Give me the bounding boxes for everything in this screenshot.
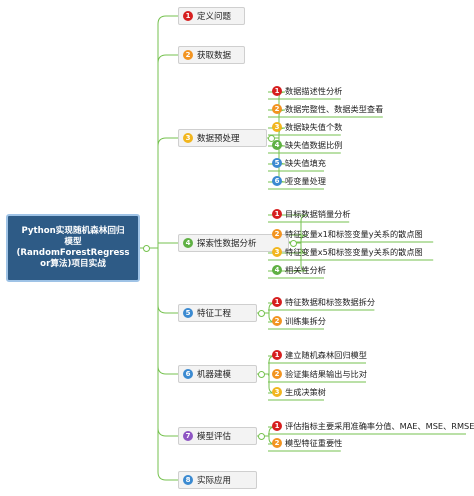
- subtopic-label: 模型特征重要性: [285, 438, 343, 448]
- number-badge-icon: 1: [183, 11, 193, 21]
- root-collapse-toggle[interactable]: [142, 244, 150, 252]
- number-badge-icon: 1: [272, 350, 282, 360]
- branch-topic-label: 获取数据: [197, 51, 232, 61]
- root-topic[interactable]: Python实现随机森林回归 模型 (RandomForestRegress o…: [6, 214, 140, 282]
- branch-collapse-toggle[interactable]: [257, 309, 265, 317]
- connector-line: [268, 214, 308, 243]
- subtopic-label: 特征数据和标签数据拆分: [285, 297, 376, 307]
- branch-collapse-toggle[interactable]: [267, 134, 275, 142]
- branch-topic-label: 机器建模: [197, 370, 232, 380]
- number-badge-icon: 4: [272, 140, 282, 150]
- number-badge-icon: 4: [183, 238, 193, 248]
- connector-line: [157, 242, 178, 248]
- branch-topic[interactable]: 7 模型评估: [178, 427, 257, 445]
- branch-topic-label: 模型评估: [197, 432, 232, 442]
- number-badge-icon: 6: [183, 369, 193, 379]
- subtopic-label: 数据完整性、数据类型查看: [285, 104, 384, 114]
- number-badge-icon: 2: [272, 369, 282, 379]
- subtopic-label: 训练集拆分: [285, 316, 326, 326]
- branch-topic[interactable]: 2 获取数据: [178, 46, 245, 64]
- number-badge-icon: 2: [183, 50, 193, 60]
- connector-line: [268, 243, 308, 272]
- subtopic-label: 生成决策树: [285, 387, 326, 397]
- number-badge-icon: 2: [272, 438, 282, 448]
- subtopic-label: 验证集结果输出与比对: [285, 369, 367, 379]
- subtopic-label: 评估指标主要采用准确率分值、MAE、MSE、RMSE: [285, 421, 474, 431]
- number-badge-icon: 1: [272, 209, 282, 219]
- connector-line: [157, 248, 178, 481]
- subtopic-label: 特征变量x5和标签变量y关系的散点图: [285, 247, 423, 257]
- subtopic-label: 数据缺失值个数: [285, 122, 343, 132]
- subtopic-label: 特征变量x1和标签变量y关系的散点图: [285, 229, 423, 239]
- number-badge-icon: 8: [183, 475, 193, 485]
- connector-line: [157, 248, 178, 314]
- connector-line: [157, 248, 178, 375]
- subtopic-label: 缺失值数据比例: [285, 140, 343, 150]
- number-badge-icon: 1: [272, 86, 282, 96]
- number-badge-icon: 3: [272, 122, 282, 132]
- branch-topic-label: 定义问题: [197, 12, 232, 22]
- branch-topic-label: 实际应用: [197, 476, 232, 486]
- number-badge-icon: 1: [272, 297, 282, 307]
- subtopic-label: 数据描述性分析: [285, 86, 343, 96]
- number-badge-icon: 5: [183, 308, 193, 318]
- branch-collapse-toggle[interactable]: [257, 432, 265, 440]
- branch-topic-label: 特征工程: [197, 309, 232, 319]
- connector-line: [157, 15, 178, 248]
- number-badge-icon: 5: [272, 158, 282, 168]
- connector-line: [157, 248, 178, 437]
- number-badge-icon: 1: [272, 421, 282, 431]
- branch-collapse-toggle[interactable]: [289, 239, 297, 247]
- number-badge-icon: 2: [272, 104, 282, 114]
- subtopic-label: 哑变量处理: [285, 176, 326, 186]
- branch-topic[interactable]: 3 数据预处理: [178, 129, 267, 147]
- branch-topic[interactable]: 4 探索性数据分析: [178, 234, 289, 252]
- root-topic-title: Python实现随机森林回归 模型 (RandomForestRegress o…: [16, 226, 130, 269]
- connector-line: [268, 234, 308, 243]
- branch-collapse-toggle[interactable]: [257, 370, 265, 378]
- connector-line: [157, 54, 178, 248]
- branch-topic[interactable]: 8 实际应用: [178, 471, 257, 489]
- connector-line: [157, 137, 178, 248]
- branch-topic[interactable]: 6 机器建模: [178, 365, 257, 383]
- number-badge-icon: 6: [272, 176, 282, 186]
- branch-topic[interactable]: 1 定义问题: [178, 7, 245, 25]
- subtopic-label: 相关性分析: [285, 265, 326, 275]
- number-badge-icon: 2: [272, 229, 282, 239]
- subtopic-label: 目标数据销量分析: [285, 209, 351, 219]
- number-badge-icon: 3: [272, 387, 282, 397]
- number-badge-icon: 2: [272, 316, 282, 326]
- branch-topic-label: 探索性数据分析: [197, 239, 257, 249]
- number-badge-icon: 7: [183, 431, 193, 441]
- number-badge-icon: 4: [272, 265, 282, 275]
- branch-topic[interactable]: 5 特征工程: [178, 304, 257, 322]
- number-badge-icon: 3: [183, 133, 193, 143]
- number-badge-icon: 3: [272, 247, 282, 257]
- subtopic-label: 缺失值填充: [285, 158, 326, 168]
- subtopic-label: 建立随机森林回归模型: [285, 350, 367, 360]
- branch-topic-label: 数据预处理: [197, 134, 240, 144]
